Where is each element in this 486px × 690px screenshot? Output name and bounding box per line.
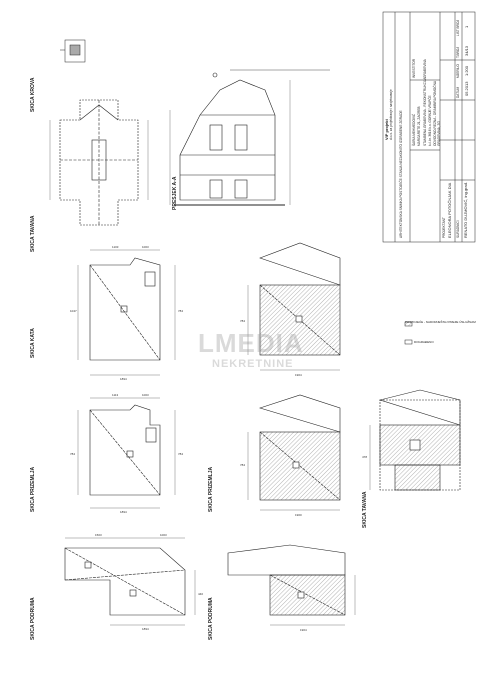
- tb-tbroj-label: T.BROJ: [456, 47, 460, 58]
- tb-firm-sub: d.o.o. za projektiranje i savjetovanje: [389, 89, 393, 140]
- dim-kata-side: 1047: [70, 309, 77, 313]
- legend-postojece: POSTOJEĆE - NADOMJEŠTAJ PREZE ÚSLUŽNAM: [405, 320, 476, 324]
- dim-kata-top1: 1103: [112, 245, 119, 249]
- dim-prizemlje-side: 784: [70, 452, 75, 456]
- tb-datum-label: DATUM: [456, 86, 460, 98]
- floor-plan-podrum-existing: [227, 544, 356, 626]
- tb-datum: 05.2013: [464, 81, 469, 96]
- section-a-a: [169, 69, 330, 206]
- tb-investitor-addr: MARGARETE 21, ZAGREB: [417, 106, 421, 147]
- label-skica-podruma: SKICA PODRUMA: [30, 597, 36, 640]
- label-skica-prizemlja: SKICA PRIZEMLJA: [30, 466, 36, 512]
- dim-prizemlje2-side: 784: [240, 463, 245, 467]
- label-presjek: PRESJEK A-A: [172, 176, 178, 210]
- dimension-labels: 1103 1003 1894 1047 784 1113 1003 1894 7…: [70, 245, 367, 632]
- watermark-line1: LMEDIA: [198, 328, 304, 358]
- watermark-line2: NEKRETNINE: [212, 358, 294, 370]
- tb-investitor: ŠARIA MEHMEDOVIĆ: [412, 113, 416, 146]
- tb-mjerilo: 1:200: [464, 65, 469, 76]
- dim-podrum-bottom: 1894: [142, 627, 149, 631]
- dim-podrum2-bottom: 1904: [300, 628, 307, 632]
- tb-projektant-label: PROJEKTANT: [442, 217, 446, 238]
- legend: [404, 321, 413, 345]
- label-skica-prizemlja-2: SKICA PRIZEMLJA: [208, 466, 214, 512]
- label-skica-tavana: SKICA TAVANA: [30, 215, 36, 252]
- dim-kata-bottom: 1894: [120, 377, 127, 381]
- label-skica-krova: SKICA KROVA: [30, 77, 36, 112]
- tb-suradnik: RENATO DUJMOVIĆ, ing.građ.: [463, 181, 468, 238]
- floor-plan-kata-existing: [247, 242, 341, 371]
- label-skica-tavana-2: SKICA TAVANA: [362, 491, 368, 528]
- dim-podrum-side: 440: [198, 592, 203, 596]
- roof-plan: [49, 99, 149, 226]
- label-skica-podruma-2: SKICA PODRUMA: [208, 597, 214, 640]
- dim-kata2-bottom: 1904: [295, 373, 302, 377]
- legend-dogradeno: DOGRAĐENO: [414, 340, 434, 344]
- tb-lokacija2: GRADEVINA, ZG: [437, 121, 441, 146]
- tb-investitor-label: INVESTITOR: [412, 58, 416, 78]
- label-skica-kata: SKICA KATA: [30, 328, 36, 358]
- tb-tbroj: 34/13: [464, 45, 469, 56]
- attic-plan-existing: [369, 389, 461, 491]
- floor-plan-prizemlje-existing: [247, 394, 341, 511]
- key-plan: [60, 39, 86, 63]
- dim-prizemlje-top1: 1113: [112, 393, 119, 397]
- dim-podrum-top1: 1503: [95, 533, 102, 537]
- dim-podrum-top2: 1003: [160, 533, 167, 537]
- tb-suradnik-label: SURADNICI: [456, 220, 460, 238]
- dim-kata2-side: 784: [240, 319, 245, 323]
- tb-projektant: ELEONORA POTOČNJAK DIA: [447, 182, 452, 238]
- tb-mjerilo-label: MJERILO: [456, 64, 460, 78]
- tb-list-label: LIST BROJ: [456, 19, 460, 36]
- floor-plan-kata: [77, 249, 176, 376]
- dim-prizemlje-top2: 1003: [142, 393, 149, 397]
- tb-gradjevina: STAMBENA GRAĐEVINA - REKONSTRUKCIJA: [423, 77, 427, 146]
- tb-list: 1: [464, 25, 469, 28]
- dim-prizemlje-bottom: 1894: [120, 510, 127, 514]
- tb-project-title: ARHITEKTONSKA SNIMKA POSTOJEĆE STANJA NE…: [399, 110, 403, 238]
- floor-plan-podrum: [64, 537, 196, 626]
- dim-kata-right: 784: [178, 309, 183, 313]
- dim-prizemlje2-bottom: 1900: [295, 513, 302, 517]
- tb-gradjevina-label: GRAĐEVINA: [423, 59, 427, 78]
- dim-tavan2-side: 478: [362, 455, 367, 459]
- tb-gradjevina2: k.č.br. 3616 k.o. GORNJE VRAPČE: [428, 95, 432, 146]
- dim-kata-top2: 1003: [142, 245, 149, 249]
- floor-plan-prizemlje: [77, 397, 176, 509]
- title-block-frame: [382, 11, 476, 243]
- dim-prizemlje-right: 784: [178, 452, 183, 456]
